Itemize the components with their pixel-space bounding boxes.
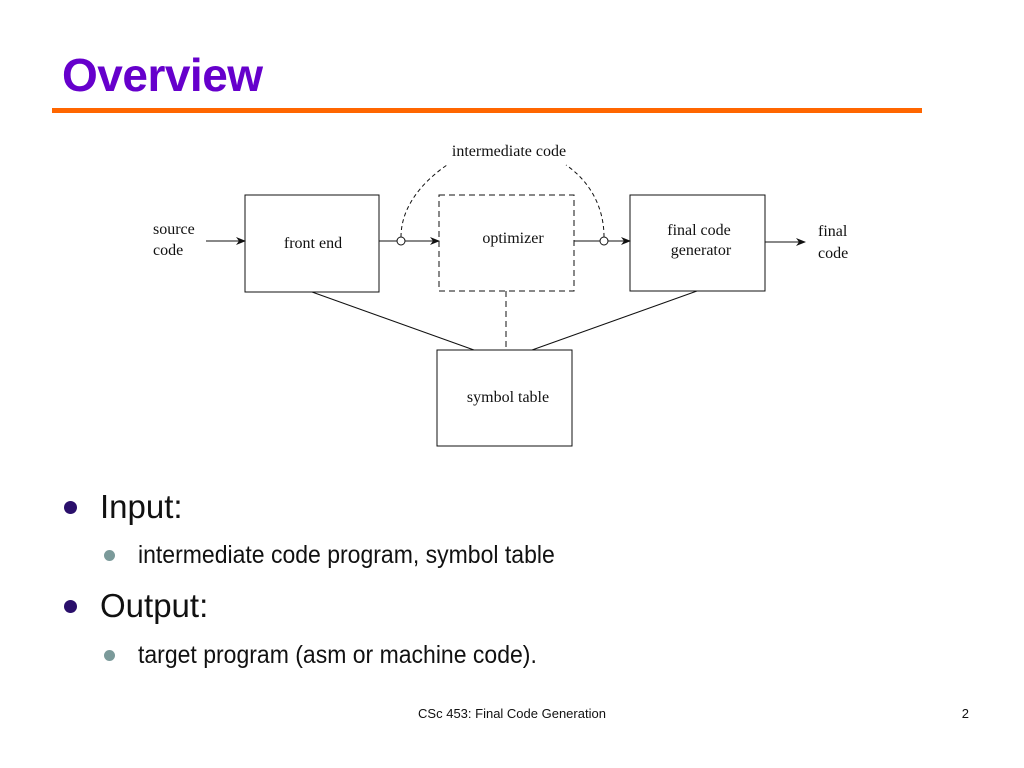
final-code-generator-box bbox=[629, 194, 766, 292]
intermediate-arc-left bbox=[400, 164, 448, 238]
generator-to-symbol-table-line bbox=[531, 290, 698, 351]
slide-title: Overview bbox=[62, 49, 263, 101]
optimizer-box bbox=[438, 194, 575, 292]
intermediate-code-node-left bbox=[396, 236, 406, 246]
front-end-label: front end bbox=[284, 235, 342, 252]
source-code-label-line1: source bbox=[153, 221, 195, 238]
final-code-generator-label-line2: generator bbox=[671, 242, 732, 259]
final-code-label-line1: final bbox=[818, 223, 848, 240]
frontend-to-symbol-table-line bbox=[311, 291, 475, 351]
final-code-generator-label-line1: final code bbox=[667, 222, 731, 239]
intermediate-arc-right bbox=[565, 164, 605, 238]
source-code-label-line2: code bbox=[153, 242, 183, 259]
footer-course-title: CSc 453: Final Code Generation bbox=[418, 706, 606, 721]
footer-page-number: 2 bbox=[961, 706, 969, 721]
optimizer-label: optimizer bbox=[482, 230, 544, 247]
symbol-table-box bbox=[436, 349, 573, 447]
intermediate-code-node-right bbox=[599, 236, 609, 246]
final-code-label-line2: code bbox=[818, 245, 848, 262]
title-underline bbox=[52, 108, 922, 113]
symbol-table-label: symbol table bbox=[467, 389, 549, 406]
intermediate-code-label: intermediate code bbox=[452, 143, 566, 160]
